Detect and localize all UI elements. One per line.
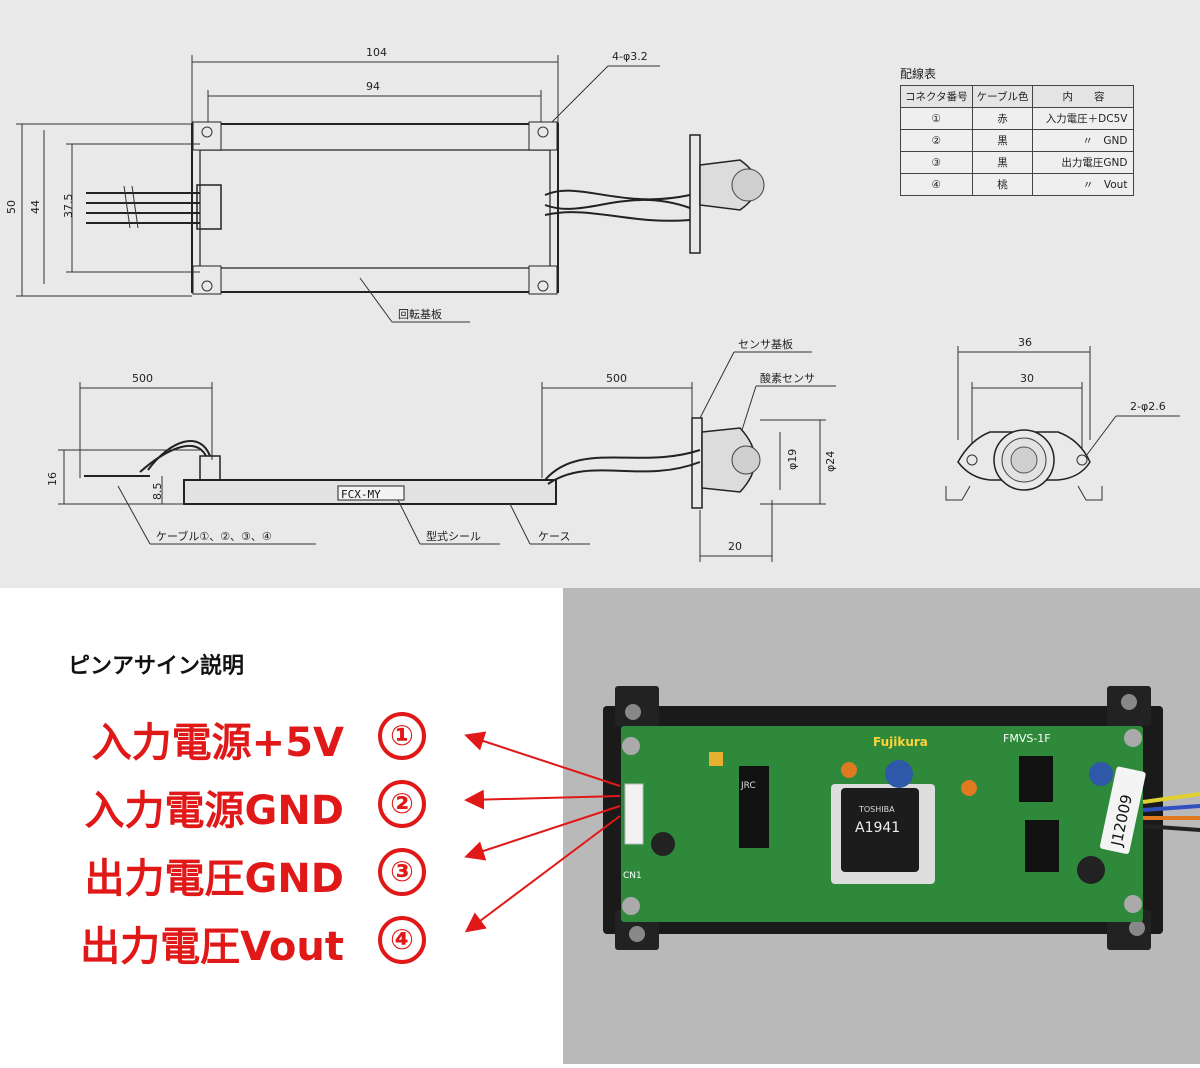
dim-sensor-inner: φ19 <box>786 449 799 470</box>
label-seal: 型式シール <box>426 529 481 543</box>
label-board: 回転基板 <box>398 307 442 321</box>
wiring-content: 〃 Vout <box>1032 173 1135 196</box>
label-cables: ケーブル①、②、③、④ <box>156 529 272 543</box>
pin-assign-panel: ピンアサイン説明 入力電源+5V ① 入力電源GND ② 出力電圧GND ③ 出… <box>0 588 563 1064</box>
wiring-content: 〃 GND <box>1032 129 1135 152</box>
wiring-header-content: 内 容 <box>1032 85 1135 108</box>
wiring-connector: ③ <box>900 151 973 174</box>
pin-label-1: 入力電源+5V <box>91 720 344 766</box>
table-row: ④ 桃 〃 Vout <box>900 173 1135 196</box>
wiring-header-color: ケーブル色 <box>971 85 1034 108</box>
wiring-connector: ② <box>900 129 973 152</box>
pin-row-1: 入力電源+5V ① <box>0 710 440 766</box>
pin-number-2: ② <box>378 780 426 828</box>
dim-holes-top: 4-φ3.2 <box>612 50 648 63</box>
wiring-connector: ④ <box>900 173 973 196</box>
wiring-connector: ① <box>900 107 973 130</box>
dim-sensor-holes: 2-φ2.6 <box>1130 400 1166 413</box>
photo-connector-label: CN1 <box>623 871 642 881</box>
wiring-color: 桃 <box>971 173 1034 196</box>
wiring-color: 黒 <box>971 151 1034 174</box>
drawing-svg: 104 94 4-φ3.2 <box>5 46 1180 562</box>
dim-case-height: 8.5 <box>151 483 164 501</box>
dim-sensor-depth: 20 <box>728 540 742 553</box>
sensor-view: 36 30 2-φ2.6 <box>945 336 1180 501</box>
table-row: ① 赤 入力電圧＋DC5V <box>900 107 1135 130</box>
pin-row-3: 出力電圧GND ③ <box>0 846 440 902</box>
photo-board-model: FMVS-1F <box>1003 732 1051 745</box>
dim-side-height: 16 <box>46 472 59 486</box>
pin-row-4: 出力電圧Vout ④ <box>0 914 440 970</box>
dim-height-inner: 44 <box>29 200 42 214</box>
pin-label-3: 出力電圧GND <box>84 856 344 902</box>
dim-height-overall: 50 <box>5 200 18 214</box>
dim-sensor-outer-width: 36 <box>1018 336 1032 349</box>
wiring-header-connector: コネクタ番号 <box>900 85 973 108</box>
dim-cable-left: 500 <box>132 372 153 385</box>
pin-assign-heading: ピンアサイン説明 <box>68 654 245 679</box>
pin-number-4: ④ <box>378 916 426 964</box>
dim-sensor-outer: φ24 <box>824 451 837 472</box>
wiring-content: 出力電圧GND <box>1032 151 1135 174</box>
label-case: ケース <box>538 530 570 543</box>
label-sensor-board: センサ基板 <box>738 337 793 351</box>
wiring-color: 黒 <box>971 129 1034 152</box>
top-view: 104 94 4-φ3.2 <box>5 46 765 323</box>
wiring-color: 赤 <box>971 107 1034 130</box>
board-photo: CN1 Fujikura FMVS-1F JRC TOSHIBA A1941 J… <box>563 588 1200 1064</box>
board-photo-svg: CN1 Fujikura FMVS-1F JRC TOSHIBA A1941 J… <box>563 588 1200 1064</box>
photo-chip-maker: TOSHIBA <box>858 805 895 814</box>
label-oxygen-sensor: 酸素センサ <box>760 371 815 385</box>
pin-number-3: ③ <box>378 848 426 896</box>
photo-jrc-text: JRC <box>740 781 756 791</box>
photo-brand: Fujikura <box>873 735 928 749</box>
pin-number-1: ① <box>378 712 426 760</box>
pin-label-4: 出力電圧Vout <box>80 924 344 970</box>
table-row: ② 黒 〃 GND <box>900 129 1135 152</box>
model-seal-text: FCX-MY <box>341 488 381 501</box>
pin-label-2: 入力電源GND <box>84 788 344 834</box>
dim-hole-pitch: 94 <box>366 80 380 93</box>
dim-height-pitch: 37.5 <box>62 194 75 219</box>
wiring-table-title: 配線表 <box>900 67 937 81</box>
table-row: ③ 黒 出力電圧GND <box>900 151 1135 174</box>
pin-row-2: 入力電源GND ② <box>0 778 440 834</box>
wiring-content: 入力電圧＋DC5V <box>1032 107 1135 130</box>
photo-chip-label: A1941 <box>855 820 900 836</box>
dim-cable-right: 500 <box>606 372 627 385</box>
side-view: 500 500 FCX-MY 16 <box>46 337 837 562</box>
dim-overall-width: 104 <box>366 46 387 59</box>
wiring-table: 配線表 コネクタ番号 ケーブル色 内 容 ① 赤 入力電圧＋DC5V ② 黒 〃… <box>900 65 1135 196</box>
dim-sensor-pitch: 30 <box>1020 372 1034 385</box>
technical-drawing: 104 94 4-φ3.2 <box>0 0 1200 588</box>
